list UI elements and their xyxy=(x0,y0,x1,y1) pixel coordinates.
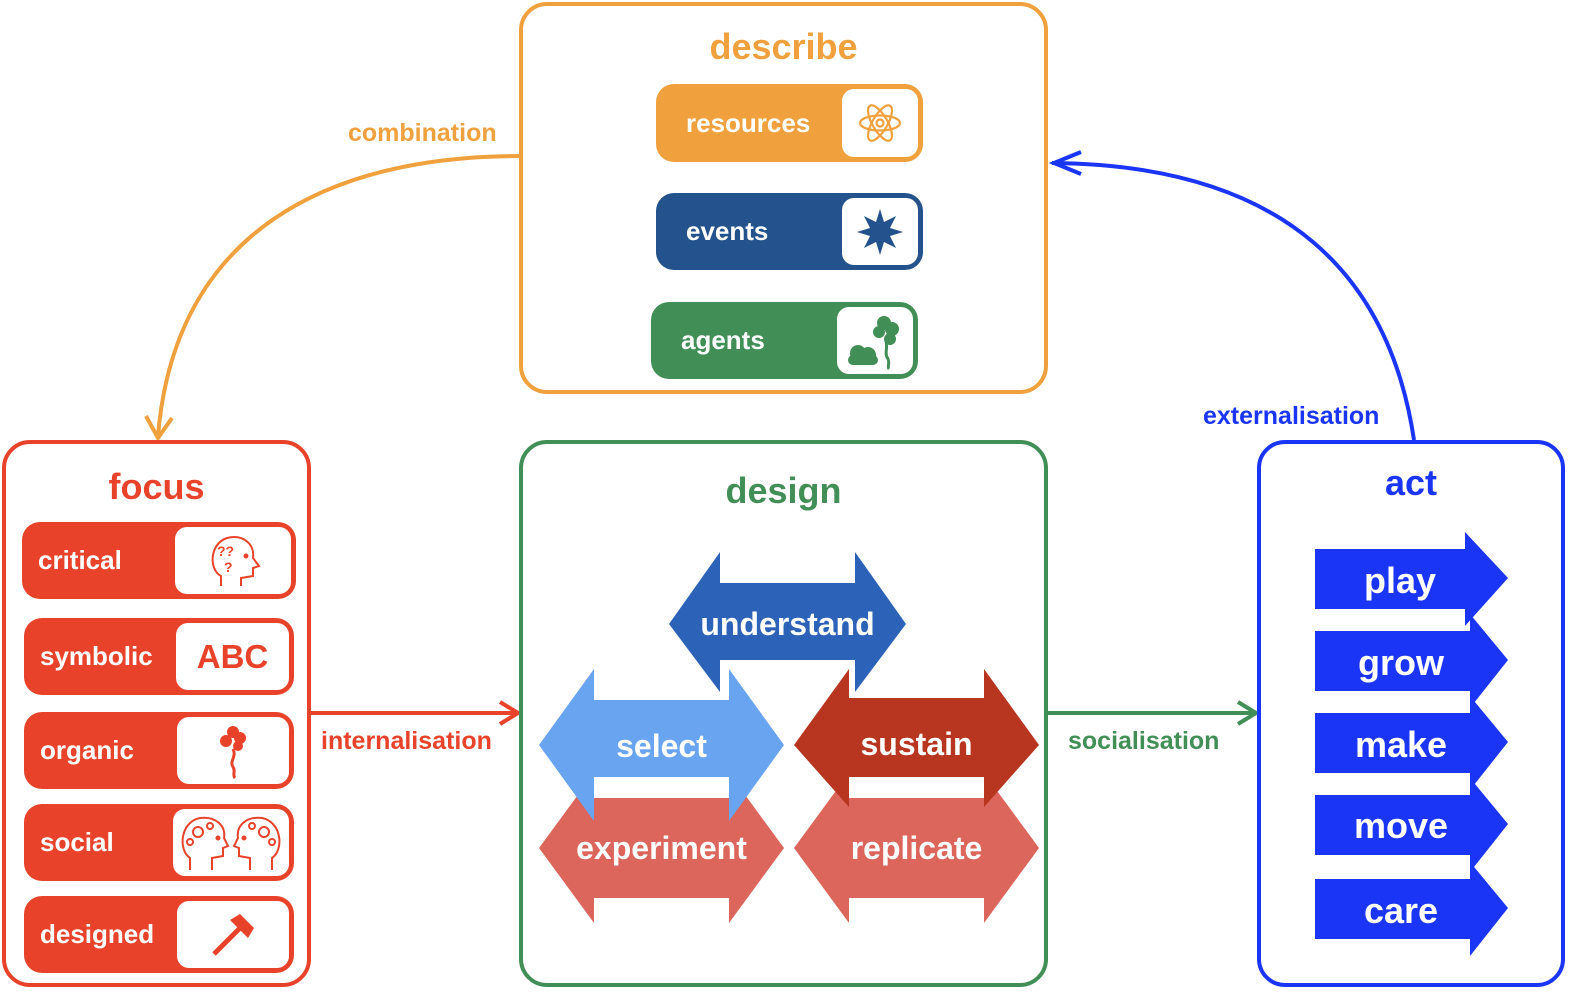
atom-icon xyxy=(842,89,918,157)
focus-panel: focus critical ?? ? symbolic ABC organic xyxy=(2,440,311,987)
understand-label: understand xyxy=(700,605,875,642)
act-label-grow: grow xyxy=(1358,642,1444,683)
two-heads-gears-icon xyxy=(173,809,289,876)
externalisation-label: externalisation xyxy=(1203,402,1380,430)
focus-item-label: designed xyxy=(40,919,155,949)
experiment-arrow[interactable] xyxy=(539,773,784,923)
act-label-play: play xyxy=(1363,560,1437,601)
sustain-arrow[interactable] xyxy=(794,669,1039,807)
focus-title: focus xyxy=(108,466,205,507)
focus-item-organic[interactable]: organic xyxy=(24,712,294,789)
design-title: design xyxy=(725,470,842,511)
tree-icon xyxy=(177,717,289,784)
internalisation-label: internalisation xyxy=(321,727,492,755)
focus-item-label: social xyxy=(40,827,114,857)
experiment-label: experiment xyxy=(576,829,747,866)
act-label-move: move xyxy=(1353,805,1449,846)
focus-item-social[interactable]: social xyxy=(24,804,294,881)
describe-item-label: agents xyxy=(681,325,765,355)
act-title: act xyxy=(1384,462,1438,503)
hammer-icon xyxy=(177,901,289,968)
focus-item-label: organic xyxy=(40,735,134,765)
focus-item-label: critical xyxy=(38,545,122,575)
understand-arrow[interactable] xyxy=(669,552,906,692)
describe-item-agents[interactable]: agents xyxy=(651,302,918,379)
externalisation-arrowhead xyxy=(1048,150,1082,176)
focus-item-symbolic[interactable]: symbolic ABC xyxy=(24,618,294,695)
internalisation-arrowhead xyxy=(498,700,522,726)
describe-item-label: events xyxy=(686,216,769,246)
select-arrow[interactable] xyxy=(539,669,784,821)
abc-icon-text: ABC xyxy=(196,637,269,675)
combination-label: combination xyxy=(348,119,497,147)
act-arrow-play[interactable] xyxy=(1315,532,1508,626)
describe-item-label: resources xyxy=(686,107,811,138)
abc-icon: ABC xyxy=(176,623,289,690)
sustain-label: sustain xyxy=(860,725,973,762)
tree-cloud-icon xyxy=(837,307,913,374)
externalisation-connector xyxy=(1051,161,1416,441)
act-label-care: care xyxy=(1363,890,1439,931)
focus-item-designed[interactable]: designed xyxy=(24,896,294,973)
replicate-arrow[interactable] xyxy=(794,773,1039,923)
select-label: select xyxy=(616,727,707,764)
describe-item-resources[interactable]: resources xyxy=(656,84,923,162)
act-arrow-move[interactable] xyxy=(1315,778,1508,872)
head-question-icon: ?? ? xyxy=(175,527,291,594)
describe-item-events[interactable]: events xyxy=(656,193,923,270)
replicate-label: replicate xyxy=(850,829,983,866)
svg-text:??: ?? xyxy=(217,543,234,559)
star-burst-icon xyxy=(842,198,918,265)
svg-text:?: ? xyxy=(224,559,233,575)
describe-panel: describe resources events agents xyxy=(519,2,1048,394)
describe-title: describe xyxy=(709,26,858,67)
act-arrow-grow[interactable] xyxy=(1315,614,1508,708)
socialisation-label: socialisation xyxy=(1068,727,1220,755)
act-arrow-care[interactable] xyxy=(1315,862,1508,956)
combination-connector xyxy=(156,154,521,437)
combination-arrowhead xyxy=(144,415,174,442)
act-label-make: make xyxy=(1354,724,1448,765)
focus-item-label: symbolic xyxy=(40,641,153,671)
focus-item-critical[interactable]: critical ?? ? xyxy=(22,522,296,599)
act-arrow-make[interactable] xyxy=(1315,696,1508,790)
socialisation-arrowhead xyxy=(1236,700,1260,726)
